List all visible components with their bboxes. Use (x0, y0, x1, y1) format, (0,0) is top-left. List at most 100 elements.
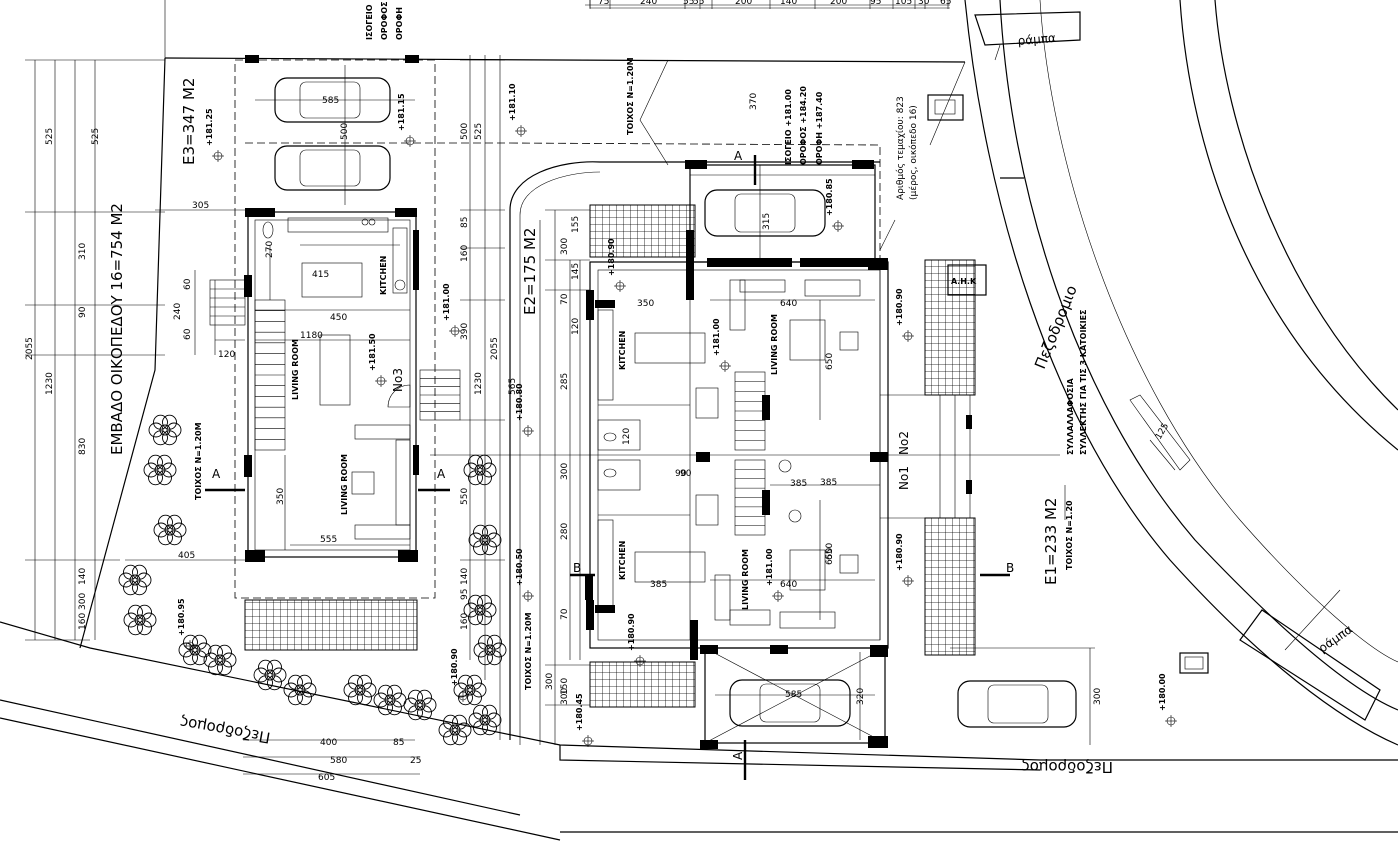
level-ground: ΙΣΟΓΕΙΟ +181.00 (784, 89, 793, 165)
dimension-value: 95 (870, 0, 881, 7)
unit-3-plan (205, 55, 461, 651)
dimension-value: 30 (918, 0, 930, 7)
meters-title: ΣΥΛΛΑΛΛΑΦΟΣΙΑ (1066, 378, 1075, 455)
elevation-label: +180.50 (515, 548, 524, 586)
legend-roof: ΟΡΟΦΗ (395, 7, 404, 40)
elevation-marker: +181.00 (765, 548, 784, 602)
dimension-value: 270 (265, 241, 275, 258)
dimension-value: 320 (856, 688, 866, 705)
annotations: Αριθμός τεμαχίου: 823 (μέρος, οικόπεδο 1… (212, 96, 1088, 760)
dimension-value: 300 (560, 238, 570, 255)
legend-floor: ΟΡΟΦΟΣ (380, 1, 389, 40)
dimension-value: 500 (460, 123, 470, 140)
dimension-value: 830 (78, 438, 88, 455)
elevation-label: +180.90 (895, 533, 904, 571)
landscaping-trees (118, 414, 507, 746)
level-roof: ΟΡΟΦΗ +187.40 (815, 91, 824, 165)
elevation-marker: +180.95 (177, 598, 196, 652)
dimension-value: 390 (460, 323, 470, 340)
dimension-value: 300 (78, 593, 88, 610)
dimension-value: 650 (825, 548, 835, 565)
tree-icon (123, 604, 157, 636)
elevation-marker: +180.90 (450, 648, 469, 702)
elevation-label: +180.80 (515, 383, 524, 421)
dimension-value: 70 (560, 293, 570, 305)
unit-1-kitchen-label: KITCHEN (618, 541, 627, 580)
dimension-value: 155 (571, 216, 581, 233)
unit-3-wall-note: ΤΟΙΧΟΣ Ν=1.20Μ (194, 422, 203, 500)
dimension-value: 1180 (300, 331, 323, 341)
ramp-top-label: ράμπα (1017, 31, 1056, 48)
dimension-value: 140 (78, 568, 88, 585)
elevation-marker: +181.00 (442, 283, 461, 337)
tree-icon (468, 524, 502, 556)
dimension-value: 305 (192, 201, 209, 211)
dimension-value: 70 (560, 608, 570, 620)
plot-area-text: ΕΜΒΑΔΟ ΟΙΚΟΠΕΔΟΥ 16=754 Μ2 (108, 203, 126, 455)
dimension-value: 75 (598, 0, 609, 7)
elevation-label: +181.15 (397, 93, 406, 131)
dimension-value: 280 (560, 523, 570, 540)
dimension-value: 300 (1093, 688, 1103, 705)
dimension-value: 585 (785, 690, 802, 700)
unit-1-area: Ε1=233 Μ2 (1042, 498, 1060, 585)
dimension-value: 150 (560, 678, 570, 695)
dimension-value: 300 (560, 463, 570, 480)
elevation-label: +181.50 (368, 333, 377, 371)
dimension-value: 85 (460, 217, 470, 228)
dimension-value: 310 (78, 243, 88, 260)
dimension-value: 200 (735, 0, 752, 7)
street-pedestrian-a: Πεζοδρομος (178, 713, 272, 747)
section-b-right: Β (1006, 561, 1014, 575)
tree-icon (253, 659, 287, 691)
dimension-value: 120 (218, 350, 235, 360)
dimension-value: 500 (340, 123, 350, 140)
dimension-value: 90 (78, 306, 88, 318)
dimension-value: 650 (825, 543, 835, 560)
tree-icon (403, 689, 437, 721)
tree-icon (468, 704, 502, 736)
elevation-label: +180.90 (607, 238, 616, 276)
legend-ground: ΙΣΟΓΕΙΟ (365, 4, 374, 40)
elevation-label: +180.90 (450, 648, 459, 686)
tree-icon (148, 414, 182, 446)
room-labels: LIVING ROOM LIVING ROOM KITCHEN LIVING R… (291, 256, 779, 610)
dimension-value: 1230 (45, 372, 55, 395)
elevation-marker: +180.00 (1158, 673, 1177, 727)
unit-2-living-label: LIVING ROOM (770, 314, 779, 375)
dimension-value: 200 (830, 0, 847, 7)
tree-icon (463, 454, 497, 486)
street-pedestrian-b: Πεζοδρομος (1021, 758, 1113, 776)
dimension-value: 140 (780, 0, 797, 7)
unit-2-wall-note-2: ΤΟΙΧΟΣ Ν=1.20Μ (524, 612, 533, 690)
middle-dimension-column (430, 55, 1060, 745)
unit-2-wall-note: ΤΟΙΧΟΣ Ν=1.20Μ (626, 57, 635, 135)
dimension-value: 25 (410, 756, 421, 766)
dimension-value: 385 (820, 478, 837, 488)
dimension-value: 140 (460, 568, 470, 585)
unit-2-kitchen-label: KITCHEN (618, 331, 627, 370)
dimension-value: 285 (560, 373, 570, 390)
dimension-value: 60 (183, 278, 193, 290)
unit-3-number: Νο3 (391, 368, 405, 392)
dimension-value: 120 (622, 428, 632, 445)
elevation-marker: +181.15 (397, 93, 416, 147)
tree-icon (143, 454, 177, 486)
dimension-value: 160 (460, 613, 470, 630)
unit-1-number: Νο1 (897, 466, 911, 490)
section-a-bottom: Α (731, 751, 745, 760)
dimension-value: 1230 (474, 372, 484, 395)
dimension-value: 525 (474, 123, 484, 140)
tree-icon (343, 674, 377, 706)
dimension-value: 90 (675, 469, 687, 479)
elevation-marker: +180.85 (825, 178, 844, 232)
unit-2-number: Νο2 (897, 431, 911, 455)
tree-icon (438, 714, 472, 746)
dimension-value: 105 (895, 0, 912, 7)
unit-3-living-label: LIVING ROOM (291, 339, 300, 400)
dimension-value: 2055 (490, 337, 500, 360)
dimension-value: 400 (320, 738, 337, 748)
elevation-marker: +180.90 (627, 613, 646, 667)
elevation-marker: +180.45 (575, 693, 594, 747)
dimension-value: 550 (460, 488, 470, 505)
